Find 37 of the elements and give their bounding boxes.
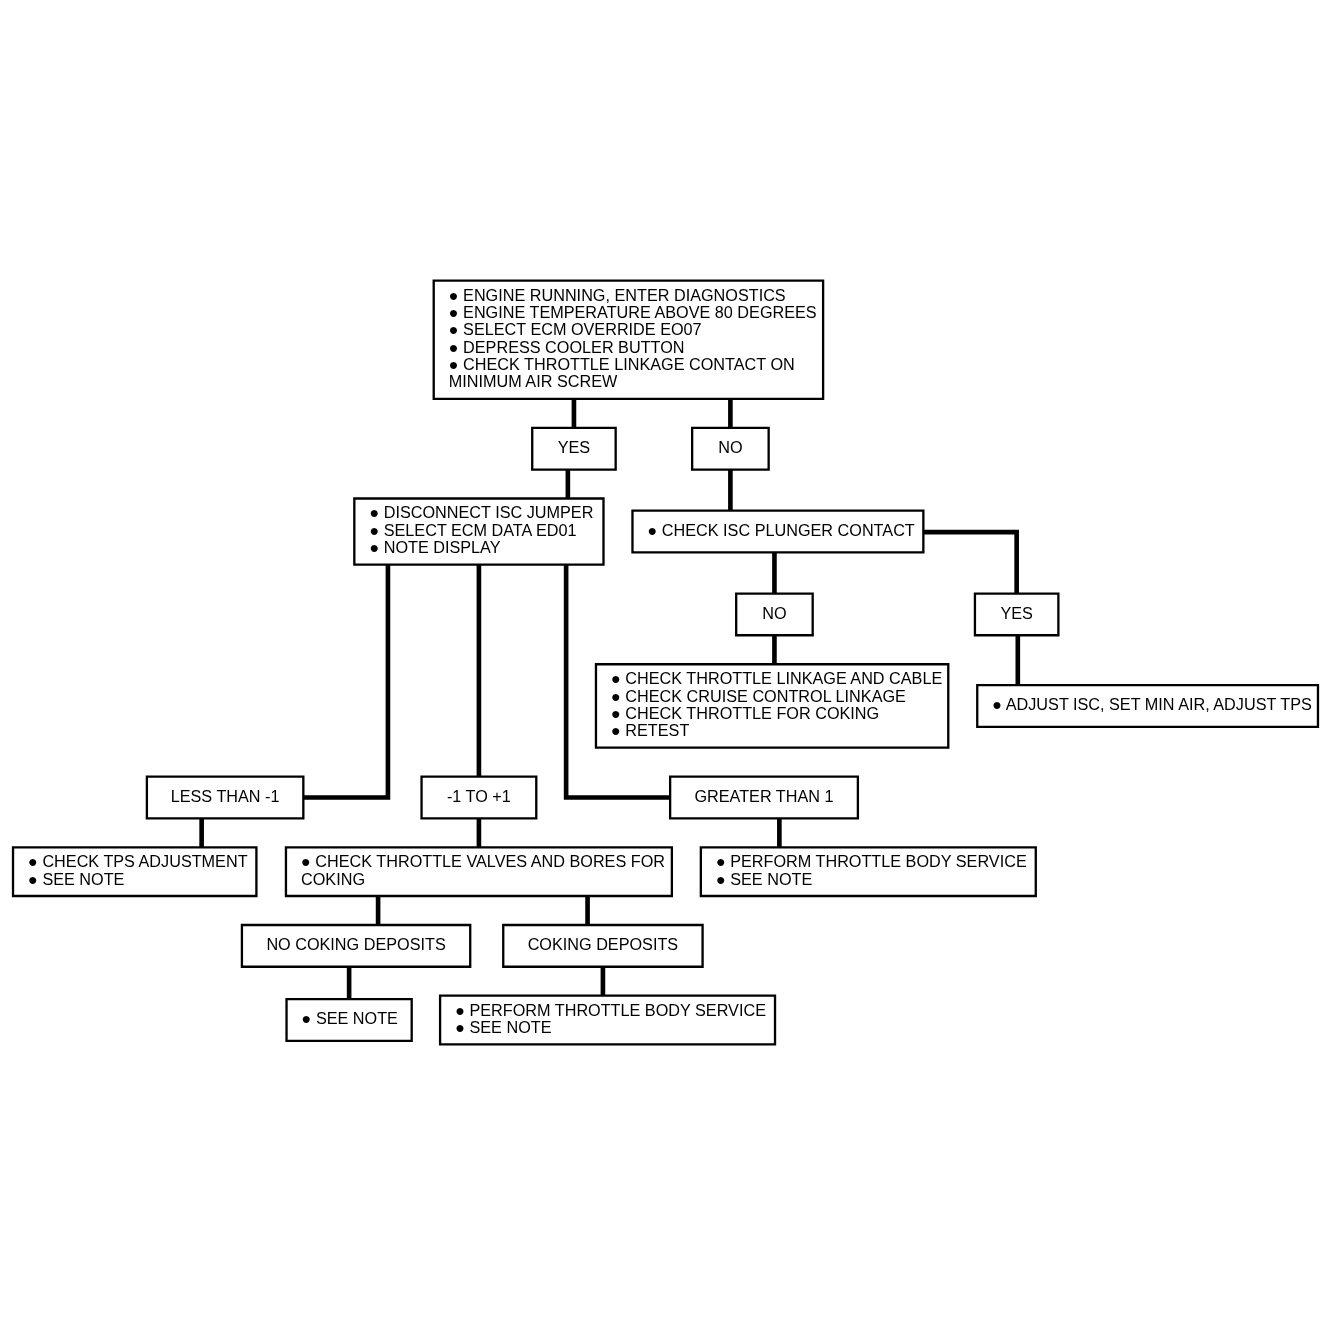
connector bbox=[565, 469, 571, 498]
connector bbox=[777, 818, 782, 847]
node-box: ● PERFORM THROTTLE BODY SERVICE ● SEE NOTE bbox=[438, 994, 777, 1045]
node-box: ● SEE NOTE bbox=[285, 997, 413, 1042]
node-box: YES bbox=[973, 591, 1060, 636]
node-box: -1 TO +1 bbox=[420, 775, 538, 820]
node-box: YES bbox=[531, 426, 617, 471]
node-box: ● CHECK THROTTLE VALVES AND BORES FOR COKING bbox=[284, 845, 674, 897]
node-box: NO bbox=[691, 426, 770, 471]
connector bbox=[728, 398, 733, 427]
connector bbox=[476, 564, 482, 777]
node-box: ● ENGINE RUNNING, ENTER DIAGNOSTICS ● ENGINE TEMPERATURE ABOVE 80 DEGREES ● SELECT ECM OVERRIDE EO07 ● DEPRESS COOLER BUTTON ● CHECK THROTTLE LINKAGE CONTACT ON MINIMUM AIR SCREW bbox=[432, 278, 825, 400]
node-box: ● ADJUST ISC, SET MIN AIR, ADJUST TPS bbox=[976, 683, 1320, 728]
connector bbox=[585, 895, 590, 925]
connector bbox=[772, 551, 777, 593]
connector bbox=[923, 529, 1019, 593]
connector bbox=[476, 818, 482, 847]
connector bbox=[375, 895, 381, 925]
node-box: ● CHECK THROTTLE LINKAGE AND CABLE ● CHECK CRUISE CONTROL LINKAGE ● CHECK THROTTLE FOR COKING ● RETEST bbox=[594, 662, 950, 749]
connector bbox=[303, 564, 391, 800]
connector bbox=[600, 966, 606, 995]
connector bbox=[199, 818, 204, 847]
node-box: LESS THAN -1 bbox=[145, 775, 305, 820]
node-box: COKING DEPOSITS bbox=[502, 923, 704, 968]
connector bbox=[1015, 635, 1021, 685]
connector bbox=[571, 398, 577, 427]
connector bbox=[563, 564, 670, 800]
node-box: GREATER THAN 1 bbox=[669, 775, 860, 820]
node-box: ● CHECK ISC PLUNGER CONTACT bbox=[631, 509, 925, 554]
node-box: NO bbox=[735, 591, 814, 636]
connector bbox=[728, 469, 733, 510]
node-box: ● DISCONNECT ISC JUMPER ● SELECT ECM DATA ED01 ● NOTE DISPLAY bbox=[353, 496, 605, 566]
connector bbox=[772, 635, 777, 664]
node-box: ● CHECK TPS ADJUSTMENT ● SEE NOTE bbox=[11, 845, 258, 897]
node-box: ● PERFORM THROTTLE BODY SERVICE ● SEE NOTE bbox=[699, 845, 1037, 897]
connector bbox=[346, 966, 352, 999]
node-box: NO COKING DEPOSITS bbox=[240, 923, 472, 968]
